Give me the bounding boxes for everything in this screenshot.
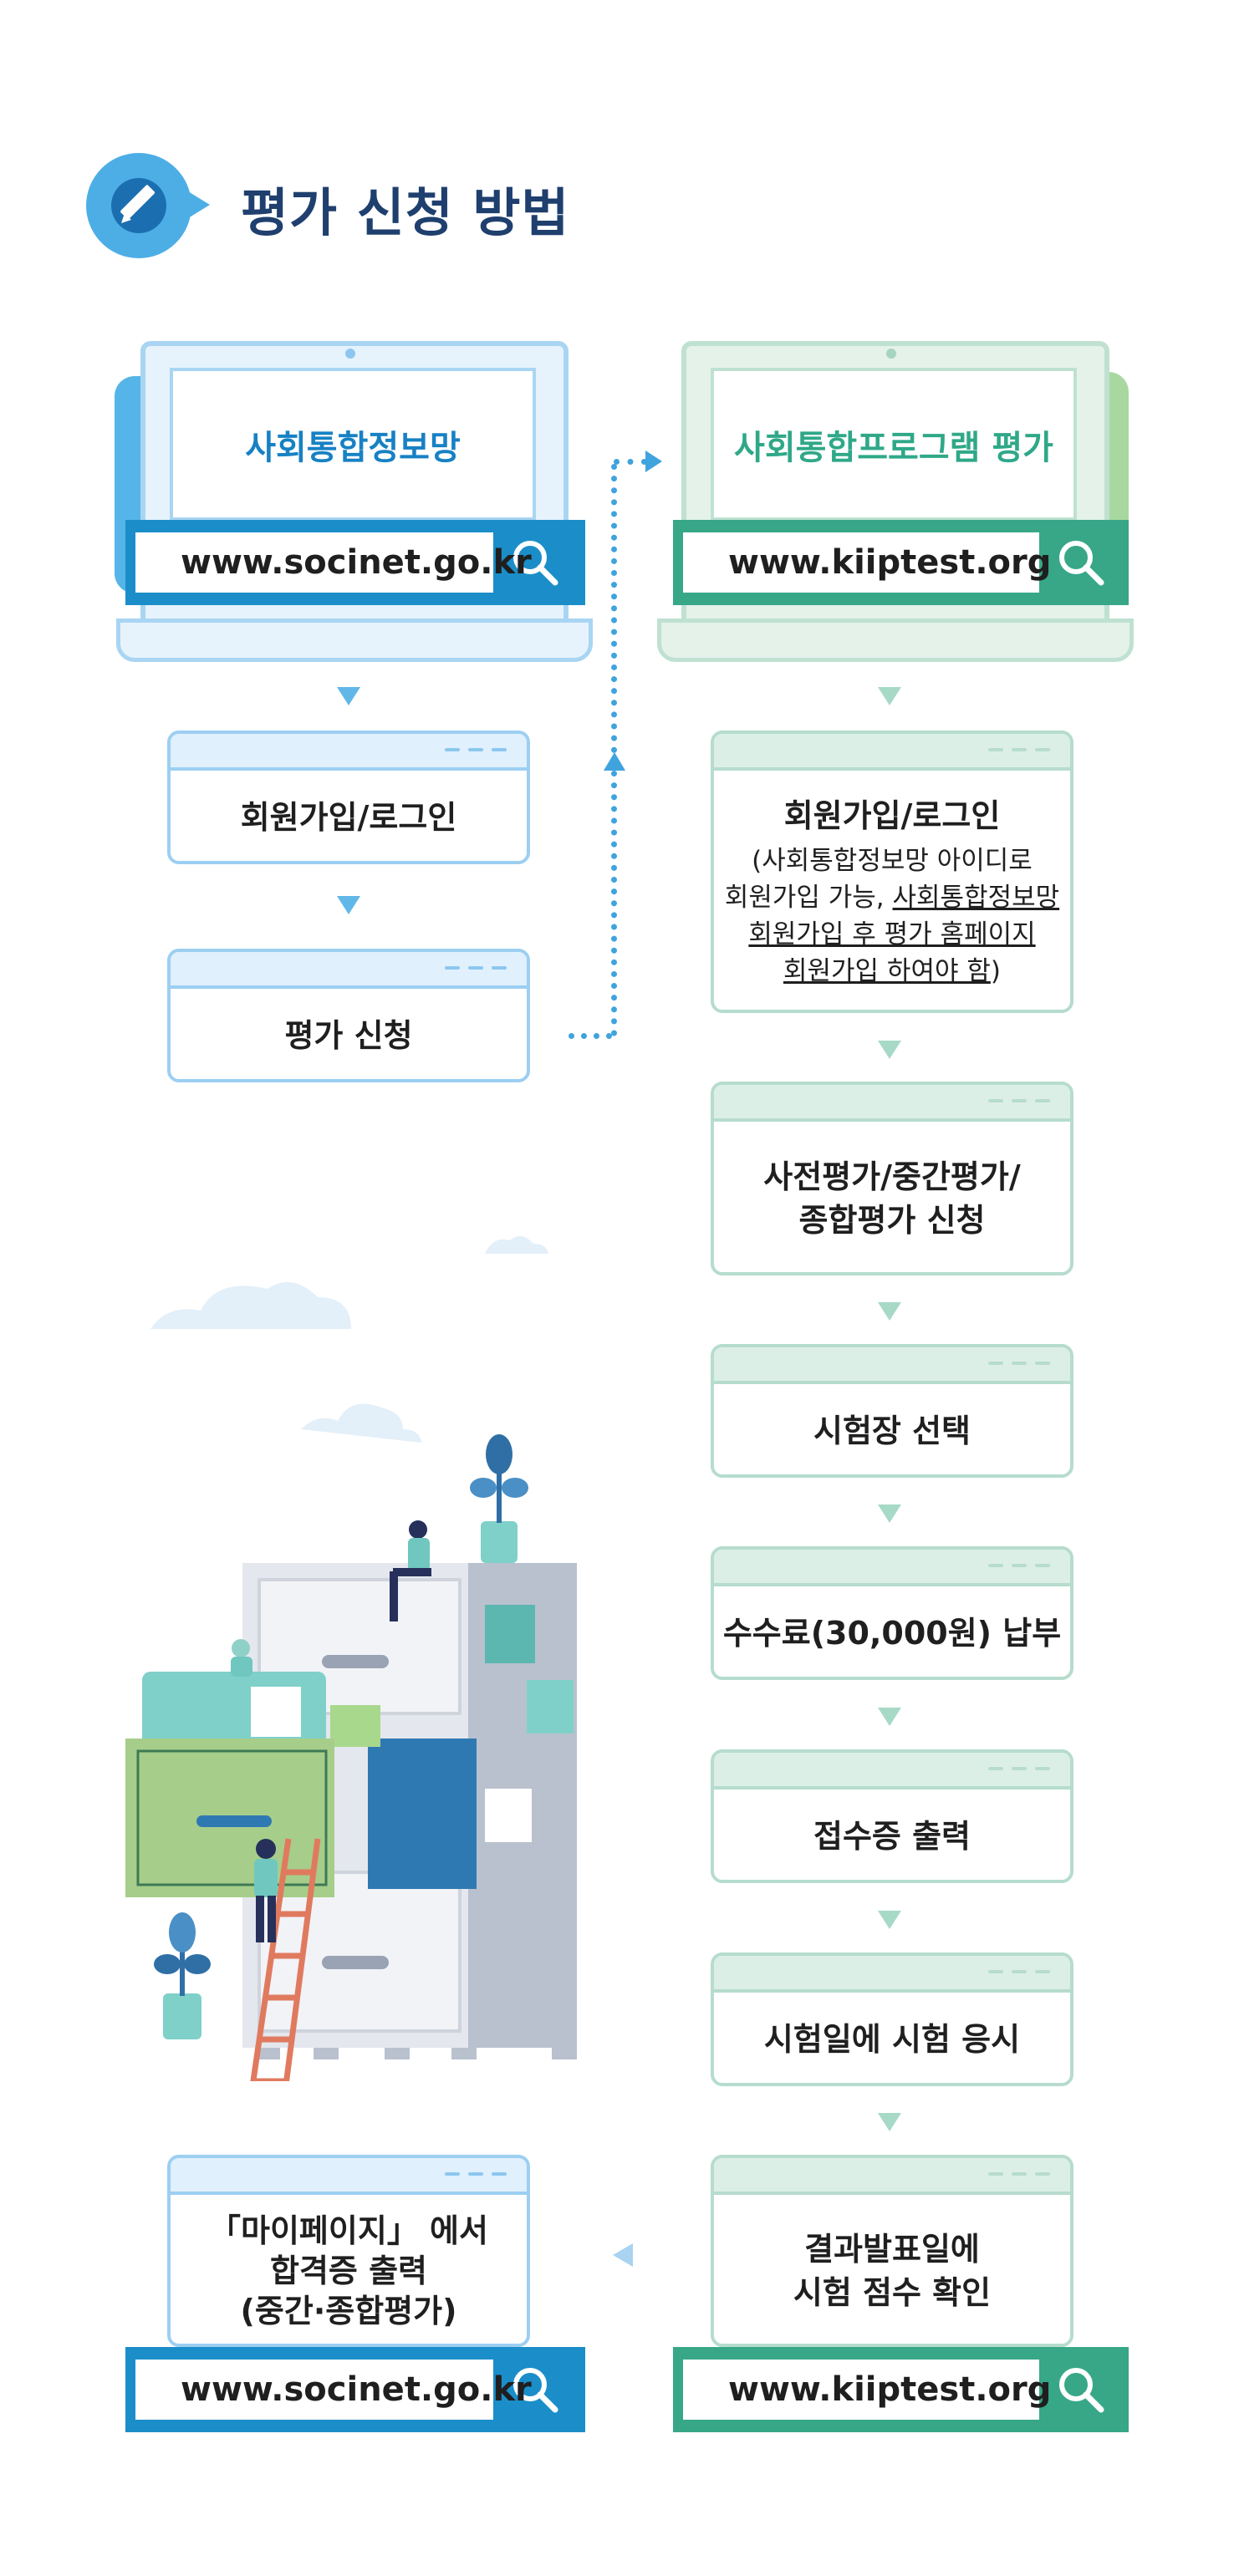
left-search-bar[interactable]: www.socinet.go.kr	[125, 520, 585, 605]
arrow-left	[613, 2243, 633, 2267]
person-icon	[390, 1520, 431, 1621]
step-right-venue[interactable]: 시험장 선택	[711, 1344, 1073, 1478]
right-laptop-base	[657, 619, 1134, 662]
cloud-icon	[150, 1235, 548, 1443]
right-laptop-camera	[886, 349, 896, 359]
page-title: 평가 신청 방법	[241, 182, 570, 243]
arrow-down	[878, 1708, 901, 1726]
step-note: (사회통합정보망 아이디로 회원가입 가능, 사회통합정보망 회원가입 후 평가…	[724, 846, 1060, 986]
connector-arrow-right	[645, 451, 662, 472]
right-url: www.kiiptest.org	[728, 2370, 1052, 2409]
left-url: www.socinet.go.kr	[181, 543, 532, 582]
cabinet-illustration	[125, 1235, 577, 2081]
arrow-down	[337, 896, 360, 914]
search-button[interactable]	[493, 520, 577, 605]
arrow-down	[337, 687, 360, 705]
connector-bottom	[569, 1033, 612, 1039]
right-search-bar[interactable]: www.kiiptest.org	[673, 520, 1129, 605]
pencil-icon	[111, 178, 166, 233]
ladder-icon	[250, 1838, 321, 2081]
search-button[interactable]	[1039, 520, 1123, 605]
left-laptop-base	[116, 619, 593, 662]
person-icon	[231, 1639, 252, 1677]
step-right-exam-apply[interactable]: 사전평가/중간평가/ 종합평가 신청	[711, 1082, 1073, 1275]
step-left-certificate[interactable]: 「마이페이지」 에서 합격증 출력 (중간·종합평가)	[167, 2155, 530, 2347]
plant-icon	[154, 1912, 211, 2039]
plant-icon	[470, 1434, 528, 1563]
arrow-down	[878, 687, 901, 705]
bottom-right-search-bar[interactable]: www.kiiptest.org	[673, 2347, 1129, 2432]
pencil-badge	[86, 153, 210, 258]
right-url: www.kiiptest.org	[728, 543, 1052, 582]
left-url: www.socinet.go.kr	[181, 2370, 532, 2409]
search-icon	[513, 541, 558, 586]
arrow-down	[878, 1911, 901, 1929]
search-icon	[513, 2368, 558, 2413]
arrow-down	[878, 1504, 901, 1523]
arrow-down	[878, 1041, 901, 1059]
connector-vertical	[611, 464, 617, 1036]
search-button[interactable]	[1039, 2347, 1123, 2432]
step-right-signup[interactable]: 회원가입/로그인 (사회통합정보망 아이디로 회원가입 가능, 사회통합정보망 …	[711, 731, 1073, 1013]
left-site-name: 사회통합정보망	[170, 368, 536, 521]
arrow-down	[878, 1302, 901, 1321]
arrow-down	[878, 2113, 901, 2131]
step-right-exam-day[interactable]: 시험일에 시험 응시	[711, 1952, 1073, 2086]
step-right-receipt[interactable]: 접수증 출력	[711, 1749, 1073, 1883]
step-label: 회원가입/로그인	[783, 797, 1001, 834]
step-label: 회원가입/로그인	[240, 799, 457, 836]
left-laptop-camera	[345, 349, 355, 359]
right-site-name: 사회통합프로그램 평가	[711, 368, 1077, 521]
person-icon	[254, 1839, 278, 1942]
bottom-left-search-bar[interactable]: www.socinet.go.kr	[125, 2347, 585, 2432]
step-right-result[interactable]: 결과발표일에 시험 점수 확인	[711, 2155, 1073, 2347]
search-button[interactable]	[493, 2347, 577, 2432]
step-left-signup[interactable]: 회원가입/로그인	[167, 731, 530, 864]
step-left-apply[interactable]: 평가 신청	[167, 949, 530, 1082]
connector-top	[614, 459, 647, 465]
step-label: 평가 신청	[284, 1017, 413, 1054]
search-icon	[1059, 2368, 1104, 2413]
connector-arrow-up	[604, 752, 625, 771]
step-right-fee[interactable]: 수수료(30,000원) 납부	[711, 1546, 1073, 1680]
search-icon	[1059, 541, 1104, 586]
